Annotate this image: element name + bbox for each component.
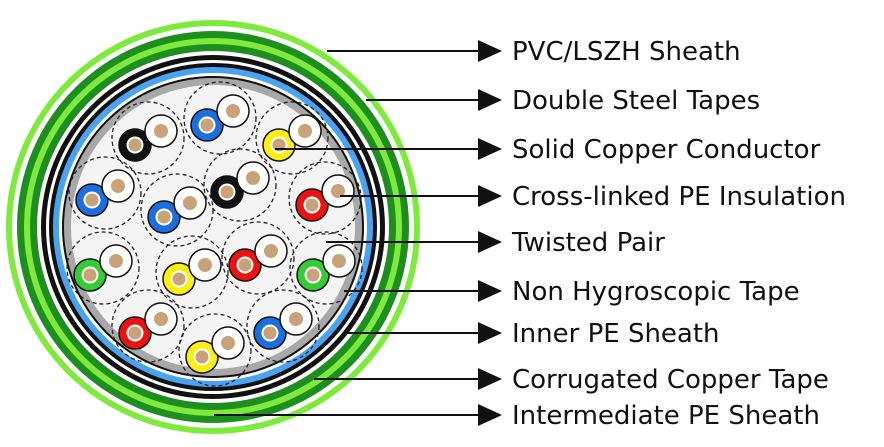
twisted-pair-1 bbox=[111, 101, 185, 175]
pair-boundary bbox=[68, 156, 142, 230]
label-twisted-pair: Twisted Pair bbox=[511, 228, 665, 258]
twisted-pair-7 bbox=[288, 161, 362, 235]
copper-conductor bbox=[305, 198, 319, 212]
arrowhead-icon bbox=[478, 322, 502, 344]
label-double-steel-tapes: Double Steel Tapes bbox=[512, 86, 760, 116]
pair-boundary bbox=[140, 173, 214, 247]
pair-boundary bbox=[111, 101, 185, 175]
arrowhead-icon bbox=[478, 404, 502, 426]
twisted-pair-11 bbox=[289, 231, 363, 305]
pair-boundary bbox=[178, 313, 252, 387]
twisted-pair-12 bbox=[111, 289, 185, 363]
copper-conductor bbox=[128, 138, 142, 152]
copper-conductor bbox=[85, 193, 99, 207]
copper-conductor bbox=[221, 336, 235, 350]
label-non-hygroscopic-tape: Non Hygroscopic Tape bbox=[512, 277, 800, 307]
label-inner-pe-sheath: Inner PE Sheath bbox=[512, 319, 720, 349]
pair-boundary bbox=[111, 289, 185, 363]
arrowhead-icon bbox=[478, 138, 502, 160]
pair-boundary bbox=[221, 221, 295, 295]
copper-conductor bbox=[200, 118, 214, 132]
copper-conductor bbox=[264, 244, 278, 258]
twisted-pair-6 bbox=[203, 148, 277, 222]
copper-conductor bbox=[331, 184, 345, 198]
twisted-pair-5 bbox=[140, 173, 214, 247]
pair-boundary bbox=[155, 235, 229, 309]
twisted-pair-2 bbox=[183, 81, 257, 155]
label-pvc-lszh-sheath: PVC/LSZH Sheath bbox=[512, 37, 741, 67]
copper-conductor bbox=[238, 258, 252, 272]
twisted-pair-9 bbox=[155, 235, 229, 309]
twisted-pair-8 bbox=[66, 231, 140, 305]
arrowhead-icon bbox=[478, 89, 502, 111]
copper-conductor bbox=[154, 312, 168, 326]
copper-conductor bbox=[154, 124, 168, 138]
copper-conductor bbox=[157, 210, 171, 224]
twisted-pair-14 bbox=[246, 289, 320, 363]
copper-conductor bbox=[111, 179, 125, 193]
copper-conductor bbox=[246, 171, 260, 185]
pair-boundary bbox=[203, 148, 277, 222]
pair-boundary bbox=[66, 231, 140, 305]
leader-lines bbox=[214, 40, 502, 426]
pair-boundary bbox=[183, 81, 257, 155]
copper-conductor bbox=[172, 272, 186, 286]
copper-conductor bbox=[332, 254, 346, 268]
label-corrugated-copper-tape: Corrugated Copper Tape bbox=[512, 365, 829, 395]
arrowhead-icon bbox=[478, 280, 502, 302]
arrowhead-icon bbox=[478, 185, 502, 207]
twisted-pair-10 bbox=[221, 221, 295, 295]
copper-conductor bbox=[195, 350, 209, 364]
copper-conductor bbox=[220, 185, 234, 199]
label-solid-copper-conductor: Solid Copper Conductor bbox=[512, 135, 821, 165]
twisted-pair-3 bbox=[255, 101, 329, 175]
copper-conductor bbox=[198, 258, 212, 272]
pair-boundary bbox=[289, 231, 363, 305]
copper-conductor bbox=[183, 196, 197, 210]
copper-conductor bbox=[298, 124, 312, 138]
copper-conductor bbox=[109, 254, 123, 268]
label-intermediate-pe-sheath: Intermediate PE Sheath bbox=[512, 401, 820, 431]
copper-conductor bbox=[226, 104, 240, 118]
twisted-pairs bbox=[66, 81, 363, 387]
pair-boundary bbox=[246, 289, 320, 363]
copper-conductor bbox=[306, 268, 320, 282]
copper-conductor bbox=[128, 326, 142, 340]
arrowhead-icon bbox=[478, 368, 502, 390]
copper-conductor bbox=[83, 268, 97, 282]
arrowhead-icon bbox=[478, 40, 502, 62]
pair-boundary bbox=[288, 161, 362, 235]
twisted-pair-4 bbox=[68, 156, 142, 230]
label-cross-linked-pe-insulation: Cross-linked PE Insulation bbox=[512, 182, 846, 212]
copper-conductor bbox=[263, 326, 277, 340]
arrowhead-icon bbox=[478, 231, 502, 253]
twisted-pair-13 bbox=[178, 313, 252, 387]
pair-boundary bbox=[255, 101, 329, 175]
copper-conductor bbox=[289, 312, 303, 326]
